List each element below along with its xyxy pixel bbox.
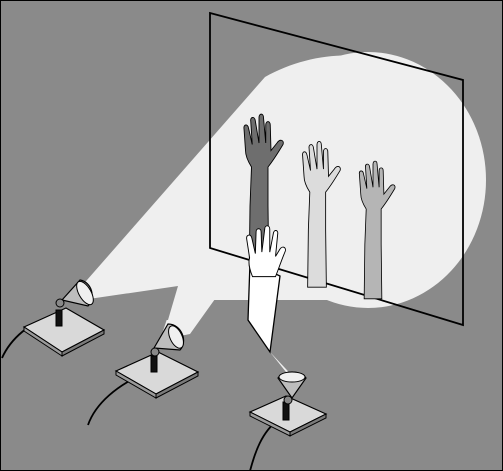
diagram-root [0,0,503,471]
shadow-experiment-diagram [0,0,503,471]
